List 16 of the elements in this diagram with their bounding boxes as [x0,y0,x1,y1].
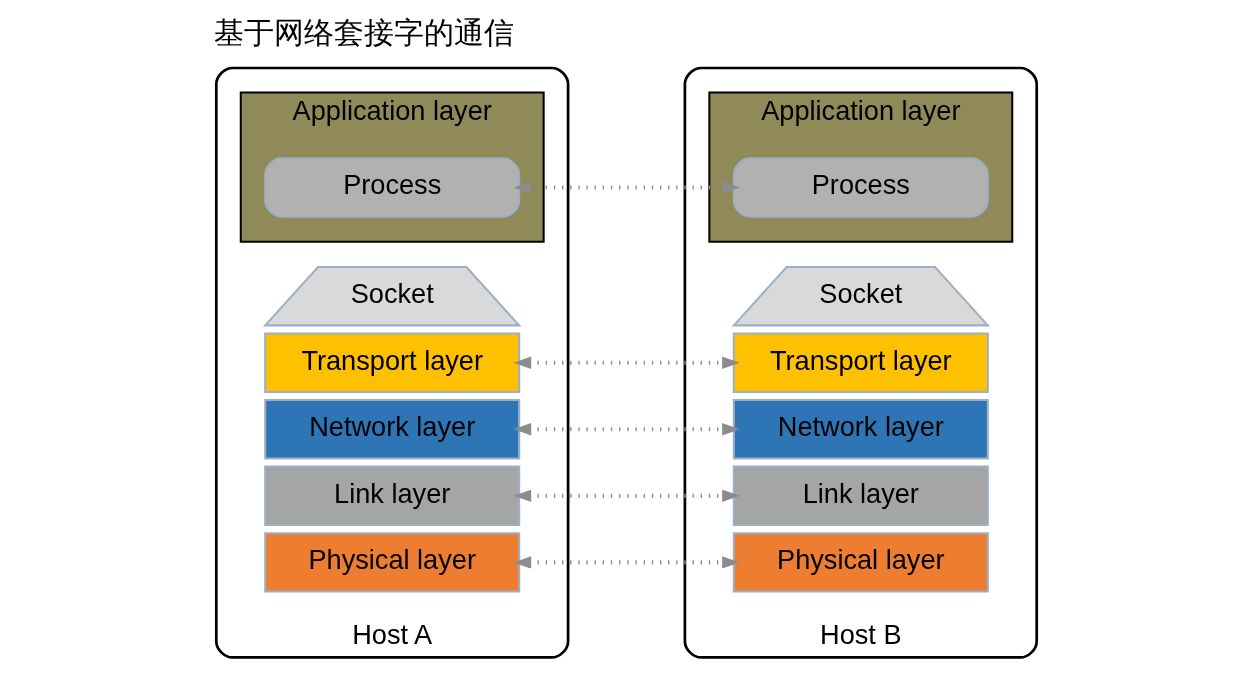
arrow [513,556,740,569]
node-box: Physical layer [732,532,989,593]
diagram-title: 基于网络套接字的通信 [214,15,515,49]
node-box: Process [732,157,989,218]
arrow [513,423,740,436]
arrow [513,356,740,369]
node-box: Transport layer [732,332,989,393]
arrow [513,181,740,194]
node-box: Network layer [264,399,521,460]
node-box: Process [264,157,521,218]
node-box: Link layer [732,465,989,527]
node-box: Link layer [264,465,521,527]
node-box: Network layer [732,399,989,460]
node-box: Physical layer [264,532,521,593]
arrow [513,489,740,503]
node-box: Transport layer [264,332,521,393]
